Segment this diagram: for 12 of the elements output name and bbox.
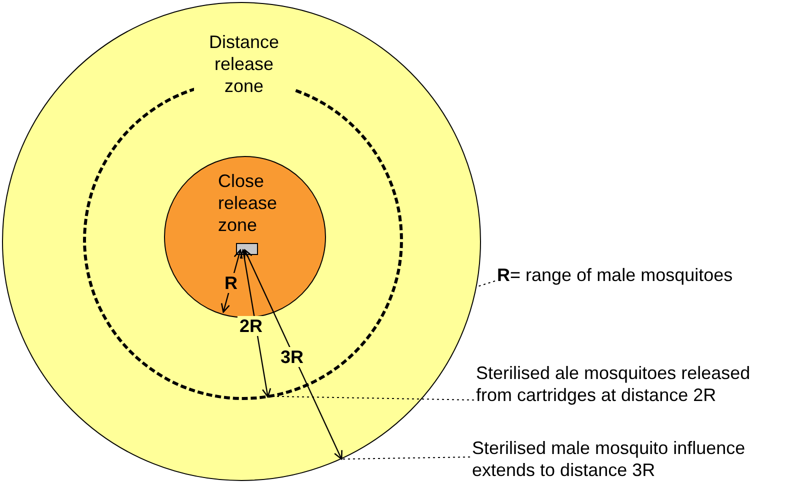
edge-label: 2R	[238, 316, 264, 336]
edge-label: 3R	[278, 347, 306, 367]
leader-line	[341, 456, 470, 460]
annotation-text: Sterilised ale mosquitoes released from cartridges at distance 2R	[476, 362, 752, 406]
annotation-text: Sterilised male mosquito influence extends to distance 3R	[472, 437, 746, 481]
leader-line	[476, 280, 496, 288]
annotation-text: R= range of male mosquitoes	[497, 264, 734, 286]
leader-line	[270, 396, 474, 400]
double-arrow	[244, 249, 342, 460]
double-arrow	[220, 249, 243, 313]
edge-label: R	[222, 273, 240, 293]
zone-label: Close release zone	[218, 170, 278, 236]
